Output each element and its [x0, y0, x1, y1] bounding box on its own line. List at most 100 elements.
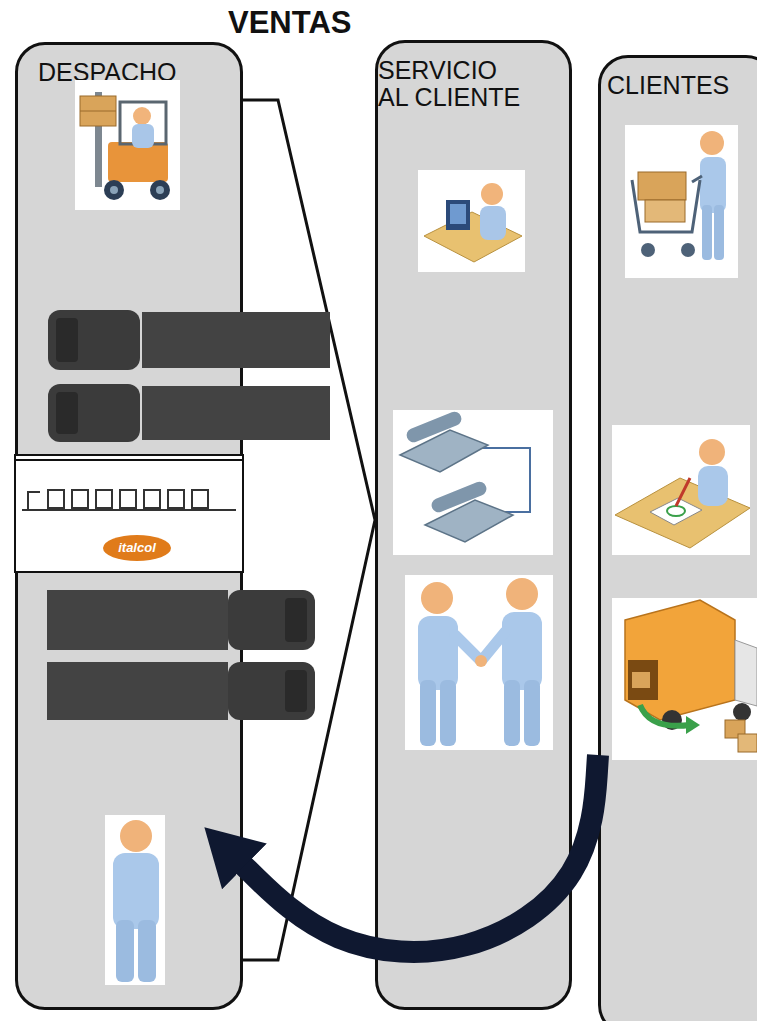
order-writer-icon	[612, 425, 750, 555]
shopper-icon	[692, 176, 702, 182]
desk-agent-icon	[424, 212, 522, 262]
shopper-icon	[632, 180, 700, 232]
warehouse-building	[144, 490, 160, 508]
truck-icon	[142, 386, 330, 440]
delivery-truck-icon	[735, 640, 757, 706]
telephone-icon	[404, 410, 463, 445]
delivery-truck-icon	[632, 672, 650, 688]
warehouse-building	[15, 455, 243, 572]
warehouse-building	[103, 535, 171, 561]
handshake-icon	[506, 578, 538, 610]
truck-icon	[47, 590, 228, 650]
forklift-icon	[132, 124, 154, 148]
warehouse-building	[15, 455, 243, 572]
handshake-icon	[420, 680, 436, 746]
warehouse-building	[96, 490, 112, 508]
truck-icon	[47, 662, 228, 720]
shopper-icon	[645, 200, 685, 222]
warehouse-building	[168, 490, 184, 508]
telephone-icon	[478, 448, 530, 512]
desk-agent-icon	[418, 170, 525, 272]
forklift-icon	[75, 80, 180, 210]
shopper-icon	[700, 157, 726, 213]
swimlane-column: CLIENTES	[598, 55, 757, 1021]
shopper-icon	[641, 243, 655, 257]
forklift-icon	[156, 186, 164, 194]
warehouse-building	[15, 459, 243, 461]
shopper-icon	[625, 125, 738, 278]
telephone-icon	[425, 500, 513, 542]
handshake-icon	[504, 680, 520, 746]
truck-icon	[228, 590, 315, 650]
truck-icon	[285, 598, 307, 642]
swimlane-column: SERVICIO AL CLIENTE	[375, 40, 572, 1010]
shopper-icon	[681, 243, 695, 257]
handshake-icon	[405, 575, 553, 750]
person-icon	[120, 820, 152, 852]
truck-icon	[285, 670, 307, 712]
person-icon	[116, 920, 134, 982]
desk-agent-icon	[418, 170, 525, 272]
truck-icon	[142, 312, 330, 368]
forklift-icon	[110, 186, 118, 194]
person-icon	[105, 815, 165, 985]
return-arrow	[243, 755, 598, 952]
sales-chevron	[243, 100, 375, 960]
truck-icon	[228, 662, 315, 720]
flow-label: VENTAS	[228, 5, 351, 41]
truck-icon	[56, 392, 78, 434]
truck-icon	[48, 310, 140, 370]
delivery-truck-icon	[662, 710, 682, 730]
logo-text: italcol	[103, 540, 171, 555]
forklift-icon	[75, 80, 180, 210]
handshake-icon	[502, 612, 542, 690]
forklift-icon	[120, 102, 166, 144]
handshake-icon	[440, 680, 456, 746]
handshake-icon	[455, 635, 480, 660]
desk-agent-icon	[481, 183, 503, 205]
warehouse-building	[120, 490, 136, 508]
person-icon	[138, 920, 156, 982]
order-writer-icon	[676, 478, 690, 506]
warehouse-building	[72, 490, 88, 508]
forklift-icon	[104, 180, 124, 200]
person-icon	[113, 853, 159, 929]
handshake-icon	[475, 655, 487, 667]
shopper-icon	[638, 172, 686, 200]
handshake-icon	[405, 575, 553, 750]
shopper-icon	[700, 131, 724, 155]
truck-icon	[48, 384, 140, 442]
telephone-icon	[400, 430, 488, 472]
order-writer-icon	[667, 506, 685, 516]
order-writer-icon	[612, 425, 750, 555]
warehouse-building	[28, 492, 40, 510]
delivery-truck-icon	[733, 703, 751, 721]
person-icon	[105, 815, 165, 985]
order-writer-icon	[698, 466, 728, 506]
telephone-icon	[429, 480, 488, 515]
shopper-icon	[714, 205, 724, 260]
truck-icon	[48, 384, 330, 442]
lane-title: CLIENTES	[607, 72, 757, 99]
delivery-truck-icon	[612, 598, 757, 760]
truck-icon	[56, 318, 78, 362]
warehouse-building	[48, 490, 64, 508]
forklift-icon	[150, 180, 170, 200]
delivery-truck-icon	[612, 598, 757, 760]
desk-agent-icon	[446, 200, 470, 230]
telephone-icon	[393, 410, 553, 555]
delivery-truck-icon	[640, 705, 690, 726]
forklift-icon	[80, 96, 116, 126]
delivery-truck-icon	[738, 734, 757, 752]
delivery-truck-icon	[628, 660, 658, 700]
truck-icon	[47, 590, 315, 650]
forklift-icon	[80, 111, 116, 112]
lane-title: DESPACHO	[38, 59, 238, 86]
delivery-truck-icon	[625, 600, 735, 720]
warehouse-building	[22, 509, 236, 511]
swimlane-column: DESPACHO	[15, 42, 243, 1010]
order-writer-icon	[699, 439, 725, 465]
